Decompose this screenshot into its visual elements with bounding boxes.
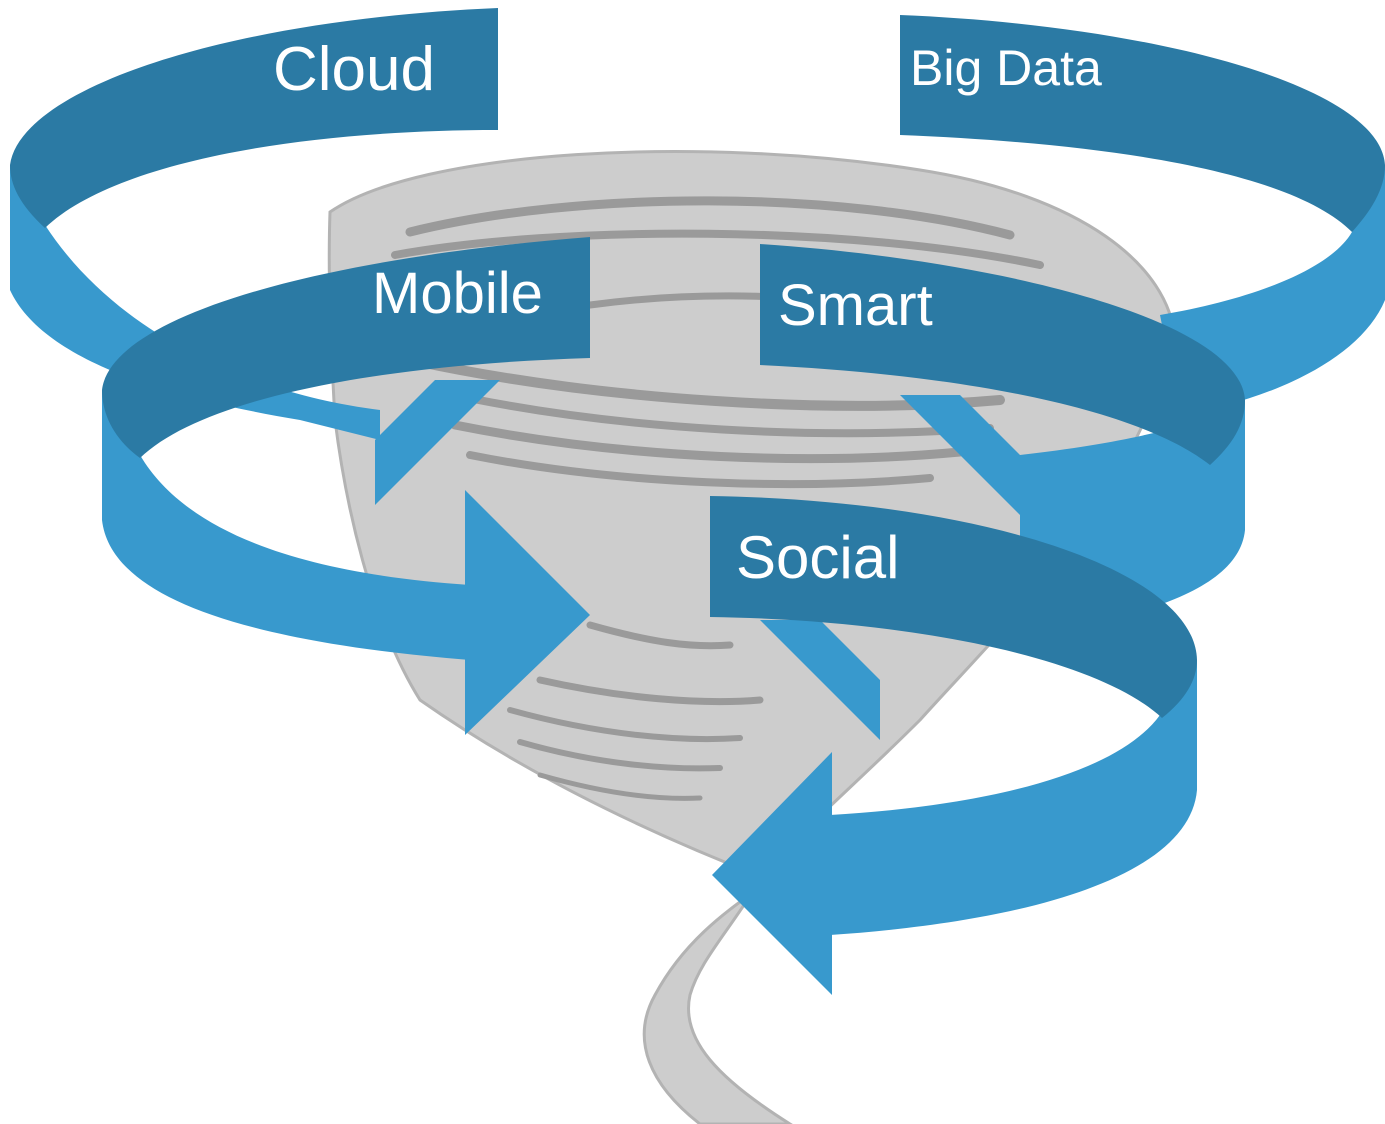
ring-middle-arrow-up-left	[375, 380, 500, 505]
tornado-bands	[391, 196, 1044, 801]
ring-middle-arrow-right	[465, 490, 590, 735]
label-mobile: Mobile	[372, 261, 543, 326]
tornado-illustration	[327, 150, 1177, 1124]
label-smart: Smart	[778, 273, 933, 338]
label-cloud: Cloud	[273, 35, 435, 104]
ring-bottom-arrow-down-left	[760, 620, 880, 740]
ring-top	[10, 8, 1385, 440]
ring-middle	[102, 237, 1245, 735]
ring-middle-front-arc	[102, 390, 470, 660]
ring-bottom-arrow-left	[712, 752, 832, 995]
ring-middle-right-outer	[760, 244, 1245, 465]
ring-top-right-outer	[900, 15, 1385, 232]
label-social: Social	[736, 524, 899, 591]
ring-bottom-front-arc	[830, 660, 1197, 935]
ring-top-right-inner	[1160, 165, 1385, 415]
ring-top-left-outer	[10, 8, 498, 228]
tornado-body	[327, 150, 1177, 1124]
label-big-data: Big Data	[910, 40, 1102, 96]
ring-bottom-outer	[710, 496, 1197, 718]
ring-middle-arrow-down-right	[900, 395, 1020, 515]
ring-bottom	[710, 496, 1197, 995]
ring-middle-left-outer	[102, 237, 590, 458]
